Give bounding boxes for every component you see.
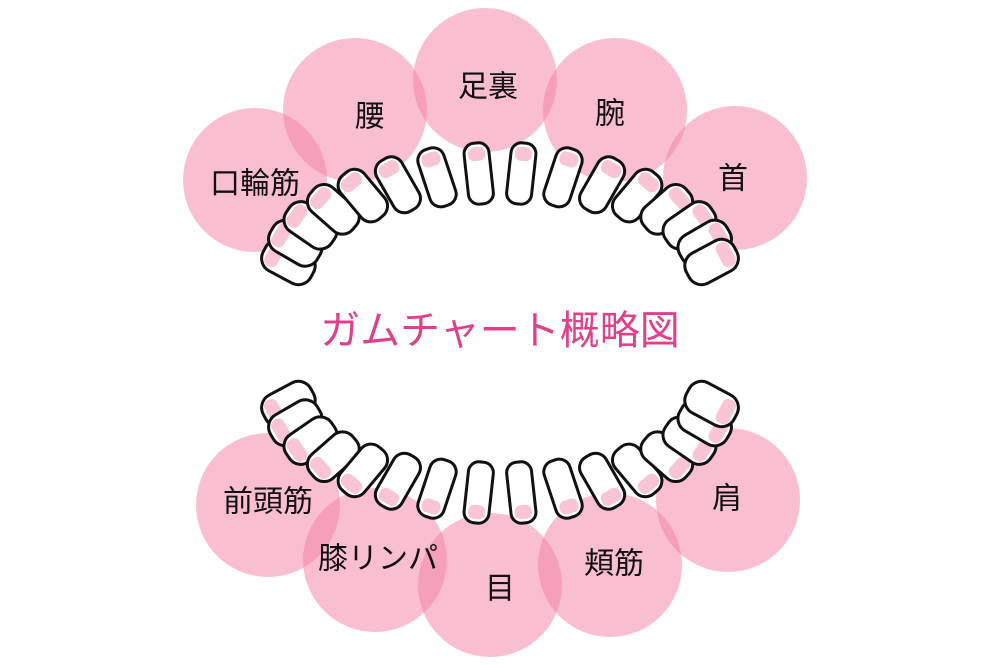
chart-title: ガムチャート概略図 xyxy=(320,308,680,354)
lower-tooth xyxy=(336,442,390,499)
upper-tooth xyxy=(505,141,538,206)
lower-tooth xyxy=(373,451,422,511)
lower-tooth xyxy=(639,430,695,484)
zone-circle-lower-1 xyxy=(196,433,340,577)
lower-tooth xyxy=(683,379,740,429)
zone-label-upper-1: 口輪筋 xyxy=(210,167,300,202)
lower-teeth-arch xyxy=(260,379,740,525)
zone-label-lower-2: 膝リンパ xyxy=(318,542,438,577)
lower-tooth xyxy=(542,457,584,520)
upper-tooth xyxy=(462,141,495,206)
upper-tooth xyxy=(416,146,458,209)
zone-circle-lower-2 xyxy=(303,488,447,632)
upper-tooth xyxy=(578,155,627,215)
upper-teeth-arch xyxy=(260,141,740,287)
zone-circle-upper-4 xyxy=(543,38,687,182)
zone-label-upper-4: 腕 xyxy=(595,97,625,132)
zone-circle-lower-3 xyxy=(418,513,562,657)
zone-label-lower-1: 前頭筋 xyxy=(223,485,313,520)
lower-tooth xyxy=(610,442,664,499)
zone-label-lower-5: 肩 xyxy=(712,482,742,517)
lower-tooth xyxy=(505,460,538,525)
zone-label-upper-2: 腰 xyxy=(355,100,385,135)
upper-tooth xyxy=(373,155,422,215)
lower-tooth xyxy=(578,451,627,511)
zone-circle-lower-4 xyxy=(538,493,682,637)
zone-label-lower-4: 頬筋 xyxy=(584,547,644,582)
upper-tooth xyxy=(683,237,740,287)
lower-tooth xyxy=(462,460,495,525)
zone-label-upper-3: 足裏 xyxy=(458,70,518,105)
upper-tooth xyxy=(542,146,584,209)
zone-label-upper-5: 首 xyxy=(718,162,748,197)
lower-tooth xyxy=(416,457,458,520)
zone-label-lower-3: 目 xyxy=(485,572,515,607)
zone-circle-upper-2 xyxy=(283,38,427,182)
zone-circles xyxy=(183,8,807,657)
upper-tooth xyxy=(336,167,390,224)
zone-circle-upper-3 xyxy=(413,8,557,152)
